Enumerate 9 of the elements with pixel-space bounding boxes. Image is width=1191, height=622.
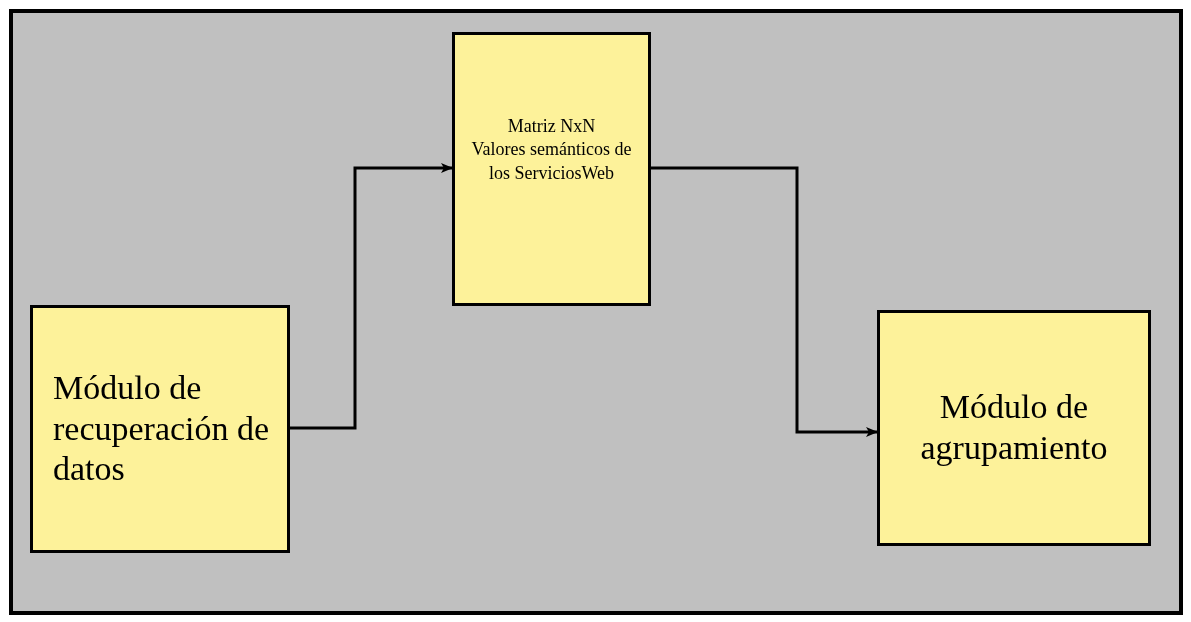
box-text: Matriz NxN: [507, 115, 596, 138]
arrow: [290, 163, 453, 430]
arrow: [651, 166, 878, 437]
process-box: [877, 310, 1151, 546]
box-text: Módulo de agrupamiento: [919, 387, 1109, 468]
process-box: [30, 305, 290, 553]
box-text: Módulo de recuperación de datos: [53, 367, 271, 490]
box-text: Valores semánticos de los ServiciosWeb: [470, 138, 633, 185]
process-box: [452, 32, 651, 306]
